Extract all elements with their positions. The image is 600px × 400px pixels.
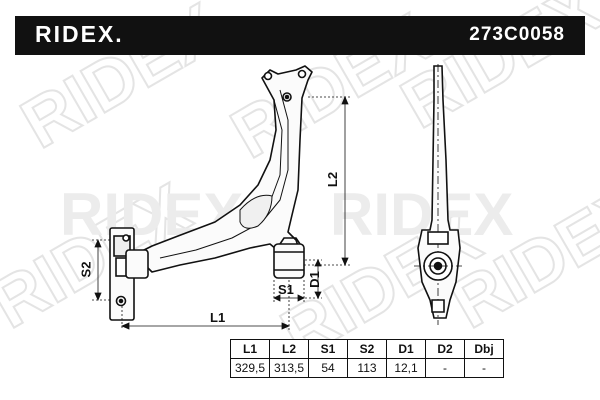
dim-label-s1: S1 <box>278 282 294 297</box>
dim-label-s2: S2 <box>78 261 94 278</box>
spec-table: L1 L2 S1 S2 D1 D2 Dbj 329,5 313,5 54 113… <box>230 339 504 378</box>
spec-value-cell: 113 <box>347 358 387 378</box>
spec-header-cell: D2 <box>425 339 465 359</box>
header-bar: RIDEX. 273C0058 <box>15 16 585 55</box>
spec-value-cell: 313,5 <box>269 358 309 378</box>
spec-header-cell: S2 <box>347 339 387 359</box>
spec-table-header-row: L1 L2 S1 S2 D1 D2 Dbj <box>230 339 504 359</box>
brand-logo: RIDEX. <box>35 21 124 47</box>
spec-header-cell: D1 <box>386 339 426 359</box>
spec-value-cell: - <box>464 358 504 378</box>
spec-header-cell: L1 <box>230 339 270 359</box>
spec-value-cell: 12,1 <box>386 358 426 378</box>
spec-value-cell: 329,5 <box>230 358 270 378</box>
part-number: 273C0058 <box>469 24 565 45</box>
spec-header-cell: Dbj <box>464 339 504 359</box>
spec-value-cell: - <box>425 358 465 378</box>
spec-value-cell: 54 <box>308 358 348 378</box>
spec-header-cell: S1 <box>308 339 348 359</box>
control-arm-side-view <box>414 64 462 325</box>
dimension-lines <box>92 95 350 330</box>
control-arm-front-view <box>139 65 313 273</box>
rear-bushing <box>273 237 305 279</box>
dim-label-l1: L1 <box>210 310 226 325</box>
spec-header-cell: L2 <box>269 339 309 359</box>
spec-table-value-row: 329,5 313,5 54 113 12,1 - - <box>230 358 504 378</box>
dim-label-d1: D1 <box>306 271 322 288</box>
front-bushing-bracket <box>109 227 149 321</box>
dim-label-l2: L2 <box>325 171 341 188</box>
